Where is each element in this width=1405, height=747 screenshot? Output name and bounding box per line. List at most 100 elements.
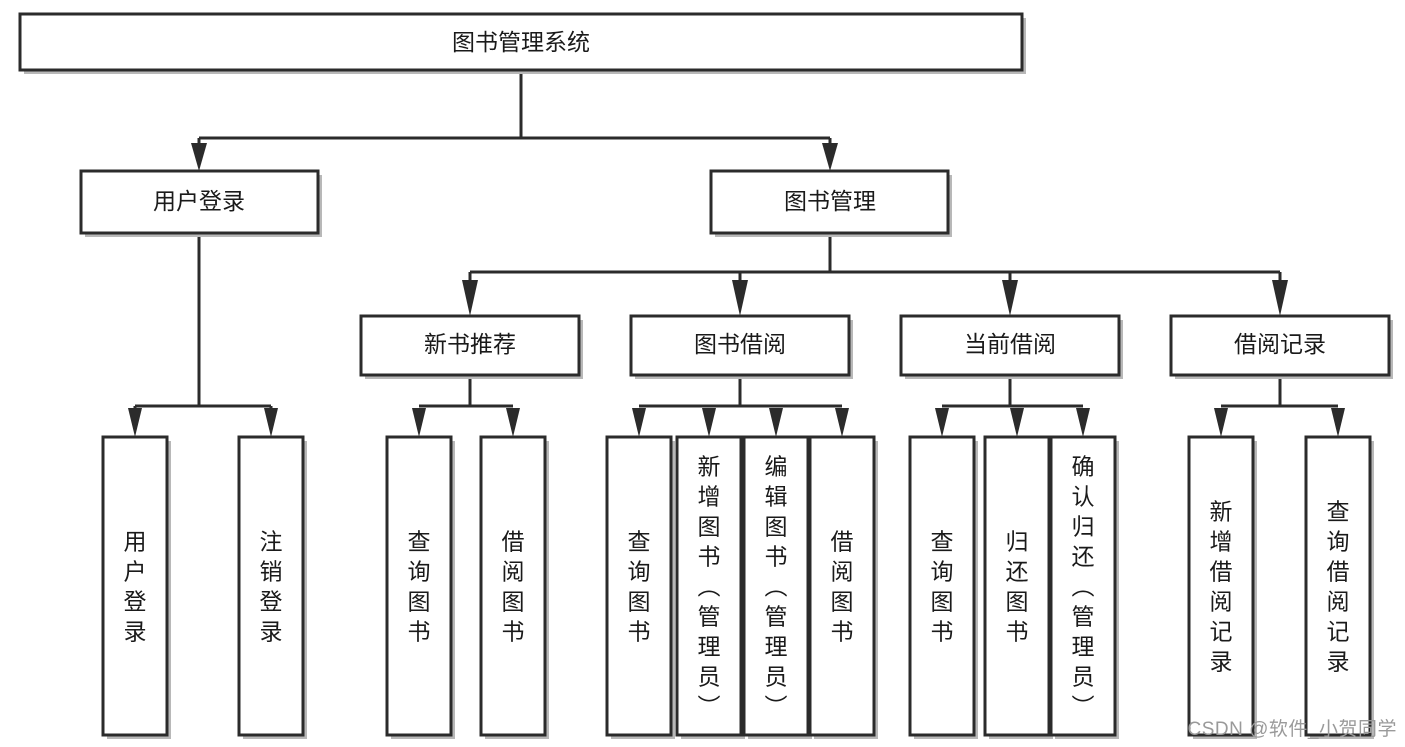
arrow-leaf-add-book (702, 408, 716, 437)
node-leaf-query-book-3[interactable]: 查询图书 (908, 435, 978, 739)
node-leaf-borrow-book-2[interactable]: 借阅图书 (808, 435, 878, 739)
node-user-login-label: 用户登录 (153, 188, 245, 214)
node-leaf-edit-book-box (742, 435, 810, 737)
node-leaf-query-book-2-box (605, 435, 673, 737)
csdn-watermark: CSDN @软件_小贺同学 (1187, 719, 1397, 740)
node-current-borrow[interactable]: 当前借阅 (899, 314, 1123, 379)
node-leaf-return-book-label: 归还图书 (1006, 528, 1029, 644)
node-current-borrow-label: 当前借阅 (964, 331, 1056, 357)
node-leaf-user-login[interactable]: 用户登录 (101, 435, 171, 739)
label-char: ︵ (765, 573, 788, 599)
node-leaf-edit-book[interactable]: 编辑图书︵管理员︶ (742, 435, 812, 739)
label-char: 录 (124, 618, 147, 644)
node-leaf-query-record[interactable]: 查询借阅记录 (1304, 435, 1374, 739)
label-char: 借 (1327, 558, 1350, 584)
node-book-borrow-label: 图书借阅 (694, 331, 786, 357)
label-char: 销 (260, 558, 283, 584)
label-char: 图 (502, 588, 525, 614)
arrow-leaf-return-book (1010, 408, 1024, 437)
arrow-new-book-rec (462, 280, 478, 316)
node-leaf-query-book-1[interactable]: 查询图书 (385, 435, 455, 739)
node-leaf-add-record[interactable]: 新增借阅记录 (1187, 435, 1257, 739)
label-char: 还 (1072, 543, 1095, 569)
arrow-user-login (191, 143, 207, 171)
arrow-leaf-query-book-3 (935, 408, 949, 437)
arrow-leaf-query-book-2 (632, 408, 646, 437)
node-root[interactable]: 图书管理系统 (18, 12, 1026, 74)
node-leaf-borrow-book-1-label: 借阅图书 (502, 528, 525, 644)
label-char: 借 (1210, 558, 1233, 584)
label-char: ︵ (1072, 573, 1095, 599)
label-char: 增 (1210, 528, 1233, 554)
arrow-leaf-add-record (1214, 408, 1228, 437)
node-root-label: 图书管理系统 (452, 29, 590, 55)
arrow-leaf-borrow-book-1 (506, 408, 520, 437)
label-char: 增 (698, 483, 721, 509)
label-char: 记 (1327, 618, 1350, 644)
node-borrow-record[interactable]: 借阅记录 (1169, 314, 1393, 379)
label-char: 录 (1210, 648, 1233, 674)
label-char: 管 (765, 603, 788, 629)
node-leaf-query-book-2[interactable]: 查询图书 (605, 435, 675, 739)
node-leaf-query-record-box (1304, 435, 1372, 737)
node-book-borrow[interactable]: 图书借阅 (629, 314, 853, 379)
node-leaf-user-login-label: 用户登录 (124, 528, 147, 644)
label-char: 查 (408, 528, 431, 554)
node-current-borrow-box (899, 314, 1121, 377)
label-char: 注 (260, 528, 283, 554)
label-char: 用 (124, 528, 147, 554)
label-char: 书 (931, 618, 954, 644)
label-char: 书 (1006, 618, 1029, 644)
arrow-leaf-user-login (128, 408, 142, 437)
node-leaf-add-book[interactable]: 新增图书︵管理员︶ (675, 435, 745, 739)
label-char: 借 (502, 528, 525, 554)
node-user-login[interactable]: 用户登录 (79, 169, 322, 237)
node-borrow-record-label: 借阅记录 (1234, 331, 1326, 357)
node-borrow-record-box (1169, 314, 1391, 377)
node-leaf-add-book-label: 新增图书︵管理员︶ (698, 453, 721, 719)
label-char: 归 (1006, 528, 1029, 554)
node-root-box (18, 12, 1024, 72)
label-char: 图 (628, 588, 651, 614)
label-char: 记 (1210, 618, 1233, 644)
label-char: 查 (628, 528, 651, 554)
node-leaf-borrow-book-2-box (808, 435, 876, 737)
label-char: 员 (765, 663, 788, 689)
node-leaf-add-book-box (675, 435, 743, 737)
label-char: 书 (502, 618, 525, 644)
label-char: 管 (1072, 603, 1095, 629)
label-char: 阅 (1327, 588, 1350, 614)
node-leaf-return-book[interactable]: 归还图书 (983, 435, 1053, 739)
node-leaf-borrow-book-1[interactable]: 借阅图书 (479, 435, 549, 739)
label-char: 辑 (765, 483, 788, 509)
node-leaf-return-book-box (983, 435, 1051, 737)
node-new-book-rec-box (359, 314, 581, 377)
node-leaf-user-logout[interactable]: 注销登录 (237, 435, 307, 739)
node-leaf-confirm-return-label: 确认归还︵管理员︶ (1072, 453, 1095, 719)
label-char: 理 (765, 633, 788, 659)
node-leaf-add-record-box (1187, 435, 1255, 737)
arrow-leaf-query-book-1 (412, 408, 426, 437)
node-leaf-add-record-label: 新增借阅记录 (1210, 498, 1233, 674)
node-leaf-query-book-3-box (908, 435, 976, 737)
arrow-leaf-user-logout (264, 408, 278, 437)
label-char: 询 (628, 558, 651, 584)
label-char: 登 (124, 588, 147, 614)
label-char: 还 (1006, 558, 1029, 584)
label-char: 录 (260, 618, 283, 644)
node-new-book-rec[interactable]: 新书推荐 (359, 314, 583, 379)
arrow-book-borrow (732, 280, 748, 316)
label-char: 查 (1327, 498, 1350, 524)
label-char: 图 (698, 513, 721, 539)
label-char: 阅 (831, 558, 854, 584)
label-char: 图 (1006, 588, 1029, 614)
node-leaf-user-logout-label: 注销登录 (260, 528, 283, 644)
node-book-manage[interactable]: 图书管理 (709, 169, 952, 237)
label-char: ︵ (698, 573, 721, 599)
arrow-leaf-query-record (1331, 408, 1345, 437)
label-char: 书 (765, 543, 788, 569)
arrow-leaf-confirm-return (1076, 408, 1090, 437)
node-leaf-confirm-return[interactable]: 确认归还︵管理员︶ (1049, 435, 1119, 739)
arrow-leaf-borrow-book-2 (835, 408, 849, 437)
